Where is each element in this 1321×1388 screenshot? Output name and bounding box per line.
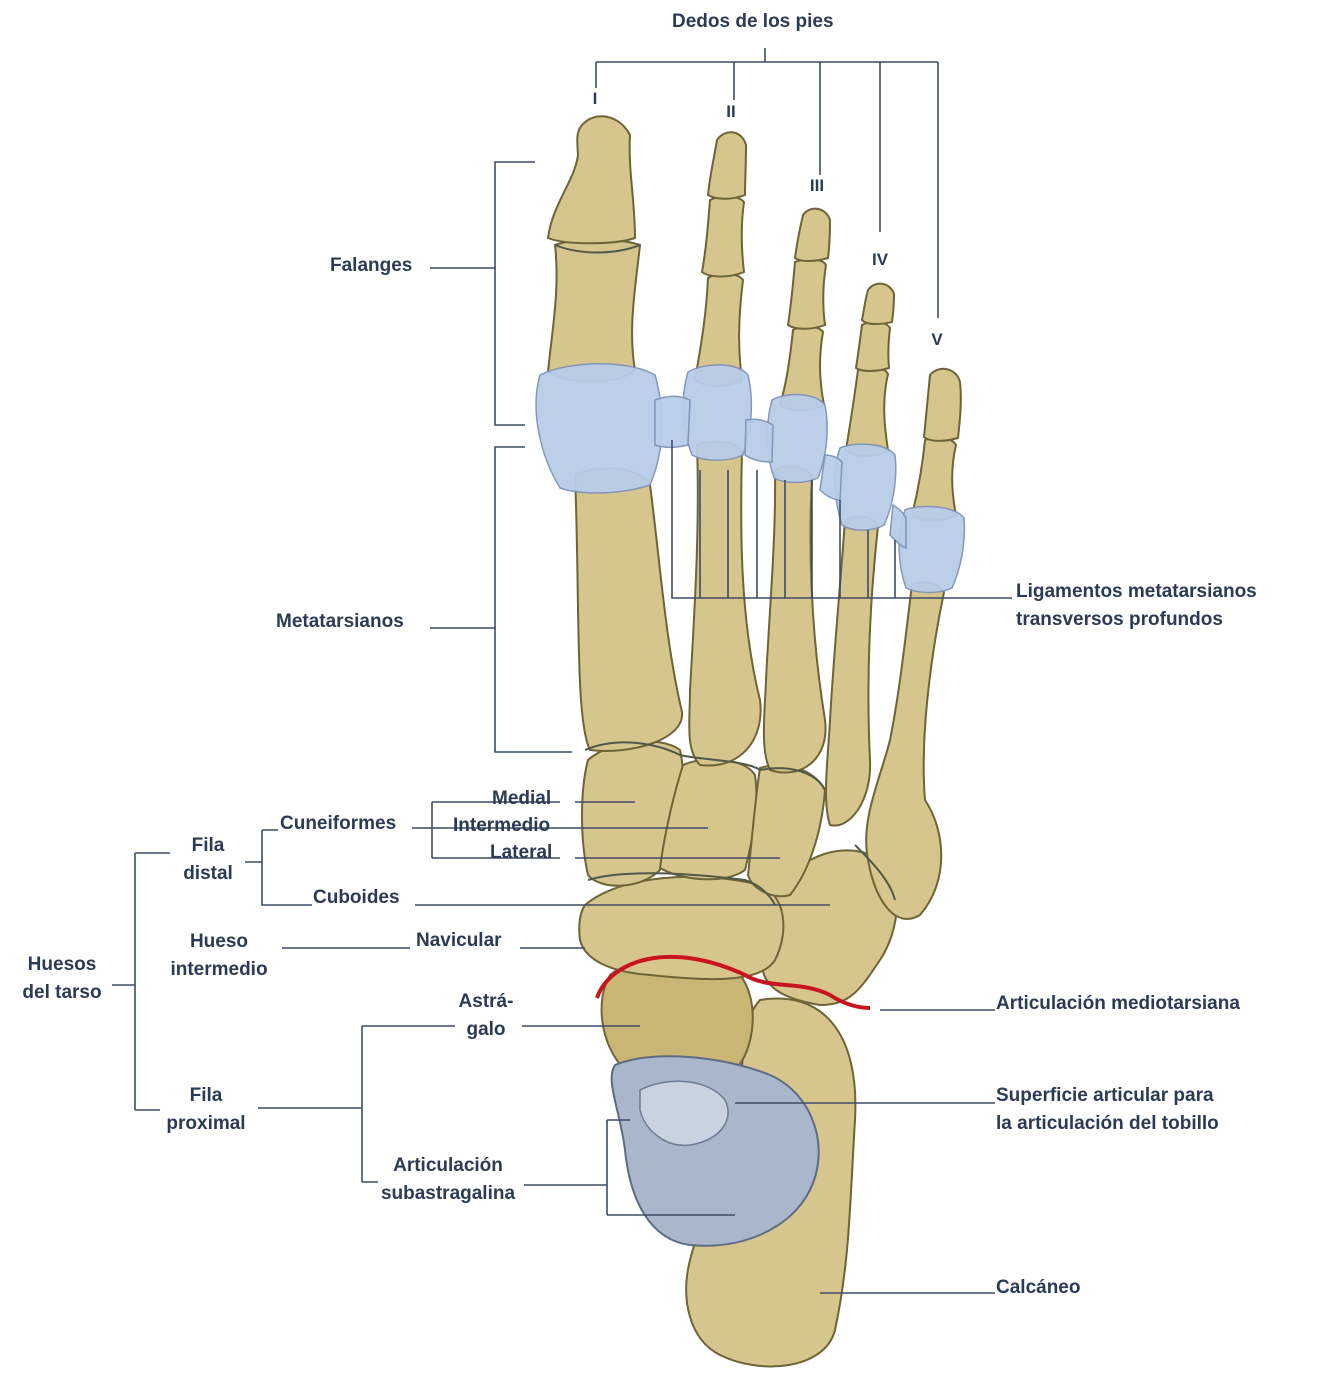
transverse-ligament-3-4 xyxy=(819,454,843,501)
label-fila-distal-line1: Fila xyxy=(191,835,225,856)
joint-line-calcaneocuboid xyxy=(854,844,896,901)
ankle-articular-highlight xyxy=(639,1080,729,1146)
huesos-tarso-bracket xyxy=(112,852,170,1111)
joint-line-cuneonavicular xyxy=(587,872,776,906)
falanges-bracket xyxy=(430,161,535,426)
label-metatarsianos: Metatarsianos xyxy=(276,611,404,632)
label-fila-proximal-line2: proximal xyxy=(166,1113,246,1134)
metatarsianos-bracket xyxy=(430,446,572,753)
subastragalina-bracket xyxy=(524,1119,735,1216)
transverse-ligament-2-3 xyxy=(744,418,774,463)
label-hueso-intermedio-line1: Hueso xyxy=(189,931,249,952)
capsule-toe-2 xyxy=(682,364,753,461)
toe-1-proximal-phalanx xyxy=(546,238,642,383)
ligamentos-leader xyxy=(671,440,1012,599)
toe-4-proximal-phalanx xyxy=(844,365,890,457)
label-subastragalina-line2: subastragalina xyxy=(380,1183,516,1204)
label-calcaneo: Calcáneo xyxy=(996,1277,1081,1298)
toe-3-middle-phalanx xyxy=(786,258,828,330)
label-astragalo-line1: Astrá- xyxy=(458,991,514,1012)
capsule-toe-1 xyxy=(535,363,663,494)
label-intermedio: Intermedio xyxy=(453,815,551,836)
navicular-bone xyxy=(578,875,785,981)
label-astragalo-line2: galo xyxy=(466,1019,506,1040)
fila-distal-bracket xyxy=(245,829,830,906)
metatarsal-4-bone xyxy=(824,515,880,827)
midtarsal-joint-line xyxy=(595,954,871,1010)
label-hueso-intermedio-line2: intermedio xyxy=(170,959,268,980)
label-lateral: Lateral xyxy=(490,842,553,863)
toe-number-1: I xyxy=(592,89,598,108)
fila-proximal-bracket xyxy=(258,1025,640,1183)
capsule-toe-5 xyxy=(898,505,966,594)
ankle-articular-surface xyxy=(610,1055,820,1247)
toe-5-distal-phalanx xyxy=(922,367,962,442)
toe-number-2: II xyxy=(726,102,736,121)
toe-2-distal-phalanx xyxy=(706,131,748,200)
transverse-ligament-4-5 xyxy=(889,503,907,550)
toe-4-distal-phalanx xyxy=(860,282,896,326)
capsule-toe-3 xyxy=(766,393,828,484)
label-medial: Medial xyxy=(492,788,552,809)
toe-number-4: IV xyxy=(871,250,889,269)
label-fila-proximal-line1: Fila xyxy=(189,1085,223,1106)
toes-bracket xyxy=(595,48,939,318)
toe-2-middle-phalanx xyxy=(700,195,746,278)
toe-number-3: III xyxy=(809,176,825,195)
metatarsal-3-bone xyxy=(762,465,827,774)
metatarsal-5-bone xyxy=(865,581,946,920)
label-huesos-tarso-line2: del tarso xyxy=(22,982,102,1003)
label-huesos-tarso-line1: Huesos xyxy=(27,954,97,975)
label-subastragalina-line1: Articulación xyxy=(393,1155,503,1176)
metatarsal-1-bone xyxy=(573,467,684,752)
label-navicular: Navicular xyxy=(416,930,502,951)
label-ligamentos-line1: Ligamentos metatarsianos xyxy=(1016,581,1257,602)
toes-title: Dedos de los pies xyxy=(672,11,834,32)
label-articulacion-mediotarsiana: Articulación mediotarsiana xyxy=(996,993,1240,1014)
label-superficie-line2: la articulación del tobillo xyxy=(996,1113,1219,1134)
label-ligamentos-line2: transversos profundos xyxy=(1016,609,1223,630)
toe-number-5: V xyxy=(931,330,943,349)
metatarsal-2-bone xyxy=(688,440,762,767)
label-superficie-line1: Superficie articular para xyxy=(996,1085,1214,1106)
label-falanges: Falanges xyxy=(330,255,413,276)
joint-line-toe-1-ip xyxy=(554,244,641,254)
joint-line-tarsometatarsal xyxy=(584,741,826,791)
label-fila-distal-line2: distal xyxy=(183,863,233,884)
cuneiformes-bracket xyxy=(412,801,780,859)
label-cuboides: Cuboides xyxy=(313,887,400,908)
toe-1-distal-phalanx xyxy=(546,115,637,245)
transverse-ligament-1-2 xyxy=(654,395,691,448)
toe-3-distal-phalanx xyxy=(793,207,832,262)
capsule-toe-4 xyxy=(834,443,897,531)
toe-4-middle-phalanx xyxy=(854,320,892,372)
label-cuneiformes: Cuneiformes xyxy=(280,813,397,834)
